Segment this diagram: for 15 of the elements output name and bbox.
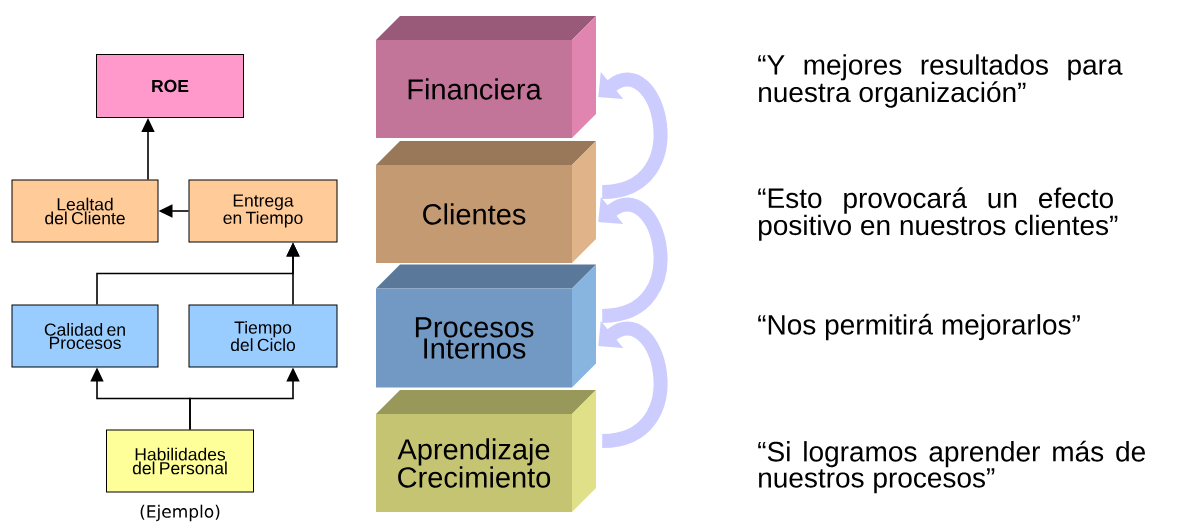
perspective-block: Clientes (376, 141, 596, 263)
quote-text: “Y mejores resultados para nuestra organización” (758, 54, 1123, 108)
process-box: Tiempo del Ciclo (188, 304, 338, 368)
caption-text: (Ejemplo) (140, 504, 220, 522)
quote-text: “Esto provocará un efecto positivo en nuestros clientes” (758, 187, 1118, 241)
quote-text: “Nos permitirá mejorarlos” (758, 313, 1080, 341)
perspective-block: Aprendizaje Crecimiento (376, 390, 596, 512)
process-box: Lealtad del Cliente (11, 179, 159, 243)
quote-text: “Si logramos aprender más de nuestros procesos” (758, 440, 1145, 494)
process-box: Calidad en Procesos (11, 304, 159, 368)
perspective-block: Procesos Internos (376, 264, 596, 388)
process-box: Entrega en Tiempo (188, 179, 338, 243)
perspective-block: Financiera (376, 16, 596, 138)
process-box: ROE (96, 54, 244, 118)
process-box: Habilidades del Personal (106, 429, 254, 493)
